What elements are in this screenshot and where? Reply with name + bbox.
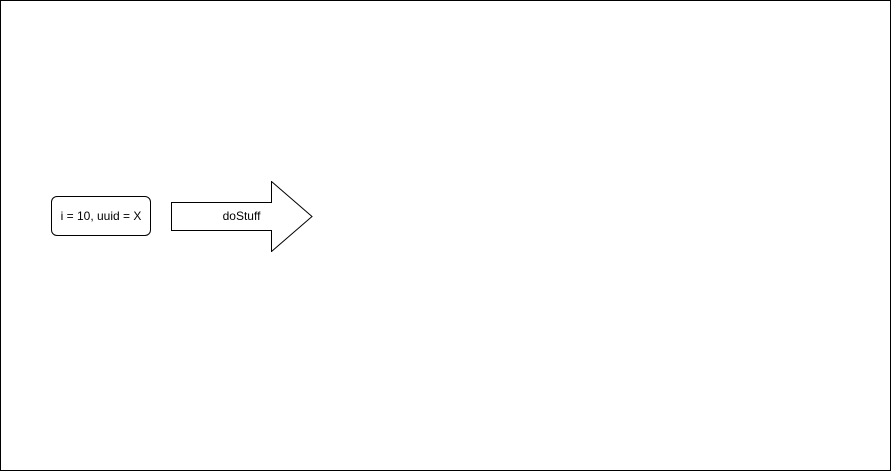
arrow-shape — [171, 181, 313, 252]
arrow-label: doStuff — [222, 209, 261, 223]
state-node[interactable]: i = 10, uuid = X — [51, 196, 151, 236]
do-stuff-arrow[interactable] — [171, 181, 313, 252]
